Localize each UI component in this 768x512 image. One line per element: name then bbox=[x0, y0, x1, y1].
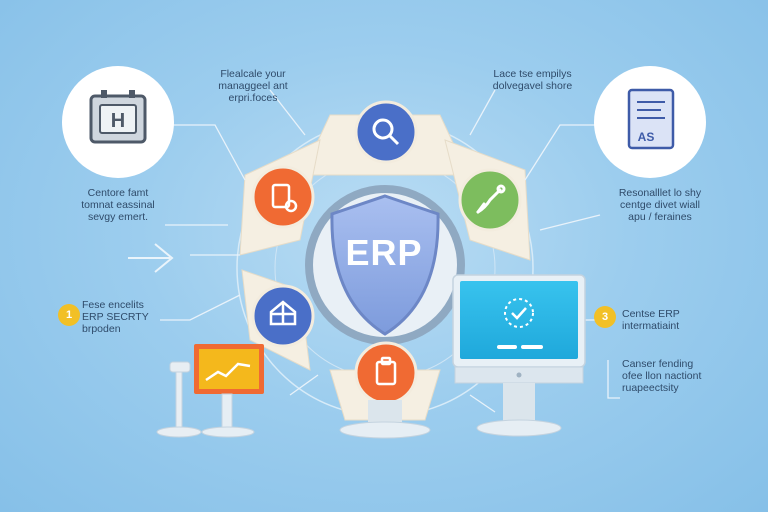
label-line: managgeel ant bbox=[218, 80, 288, 92]
label-line: Resonalllet lo shy bbox=[618, 187, 702, 199]
connector-top-right-label bbox=[469, 89, 496, 136]
arrow-right-icon bbox=[128, 243, 174, 273]
document-node: AS bbox=[594, 66, 706, 178]
step-badge-left: 1 bbox=[58, 304, 80, 326]
document-icon: AS bbox=[627, 88, 675, 150]
label-line: apu / feraines bbox=[628, 211, 692, 223]
network-node bbox=[251, 284, 315, 348]
hotel-sign-icon: H bbox=[89, 90, 147, 144]
label-line: erpri.foces bbox=[228, 92, 278, 104]
connector-mid-right bbox=[539, 214, 601, 231]
label-line: Centse ERP bbox=[622, 308, 680, 320]
tools-icon bbox=[476, 184, 506, 214]
connector-low-right-2 bbox=[607, 360, 620, 399]
label-line: Flealcale your bbox=[220, 68, 286, 80]
connector-low-left bbox=[160, 294, 241, 321]
chart-board-icon bbox=[156, 344, 264, 438]
erp-label: ERP bbox=[345, 232, 423, 273]
label-mid-left: Centore famt tomnat eassinal sevgy emert… bbox=[48, 187, 188, 223]
label-line: sevgy emert. bbox=[87, 211, 149, 223]
label-line: Fese encelits bbox=[82, 299, 144, 311]
server-icon bbox=[271, 183, 298, 213]
label-low-right-a: Centse ERP intermatiaint bbox=[622, 308, 732, 332]
connector-top-left bbox=[165, 124, 246, 181]
label-line: ofee llon nactiont bbox=[622, 370, 702, 382]
label-line: ERP SECRTY bbox=[82, 311, 149, 323]
shield-icon bbox=[330, 194, 440, 336]
label-line: tomnat eassinal bbox=[81, 199, 155, 211]
label-top-left: Flealcale your managgeel ant erpri.foces bbox=[198, 68, 308, 104]
svg-text:H: H bbox=[111, 110, 125, 132]
search-node bbox=[354, 100, 418, 164]
step-badge-right: 3 bbox=[594, 306, 616, 328]
svg-text:AS: AS bbox=[638, 130, 655, 144]
connector-top-right bbox=[524, 124, 600, 181]
tools-node bbox=[458, 168, 522, 232]
label-line: intermatiaint bbox=[622, 320, 680, 332]
label-low-left: Fese encelits ERP SECRTY brpoden bbox=[82, 299, 182, 335]
label-line: dolvegavel shore bbox=[492, 80, 573, 92]
connector-lines bbox=[160, 89, 620, 413]
label-line: Lace tse empilys bbox=[493, 68, 572, 80]
label-line: Canser fending bbox=[622, 358, 694, 370]
label-low-right-b: Canser fending ofee llon nactiont ruapee… bbox=[622, 358, 742, 394]
connector-bottom-left bbox=[289, 374, 319, 396]
clipboard-node bbox=[354, 341, 418, 405]
hub-pedestal bbox=[339, 400, 431, 439]
monitor-check-icon bbox=[452, 274, 586, 437]
connector-bottom-right bbox=[469, 394, 496, 413]
magnifier-icon bbox=[372, 118, 400, 146]
server-node bbox=[251, 165, 315, 229]
network-icon bbox=[269, 300, 297, 326]
hotel-sign-node: H bbox=[62, 66, 174, 178]
label-mid-right: Resonalllet lo shy centge divet wiall ap… bbox=[590, 187, 730, 223]
label-line: centge divet wiall bbox=[620, 199, 700, 211]
label-line: brpoden bbox=[82, 323, 121, 335]
label-top-right: Lace tse empilys dolvegavel shore bbox=[470, 68, 595, 92]
connector-top-left-label bbox=[269, 89, 306, 136]
label-line: ruapeectsity bbox=[622, 382, 679, 394]
clipboard-icon bbox=[375, 356, 397, 386]
label-line: Centore famt bbox=[87, 187, 149, 199]
